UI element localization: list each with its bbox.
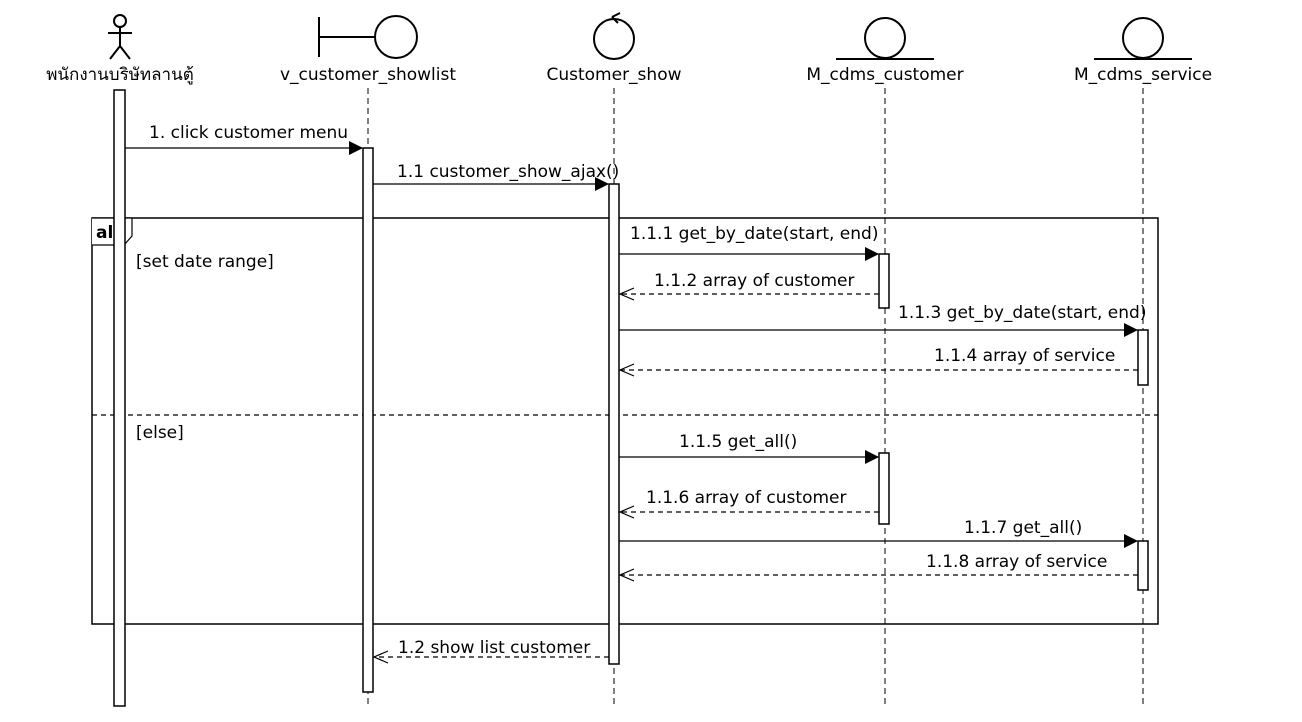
entity-icon xyxy=(836,17,934,60)
message-label: 1.1.7 get_all() xyxy=(964,518,1082,538)
message-label: 1.1.6 array of customer xyxy=(646,488,846,508)
participant-label: Customer_show xyxy=(546,65,681,85)
message-label: 1.1.5 get_all() xyxy=(679,432,797,452)
activation-bar xyxy=(362,147,374,693)
actor-icon xyxy=(108,14,132,60)
open-arrowhead xyxy=(618,363,635,377)
activation-bar xyxy=(878,452,890,525)
message-label: 1.1 customer_show_ajax() xyxy=(397,162,619,182)
message-label: 1.1.2 array of customer xyxy=(654,271,854,291)
participant-label: พนักงานบริษัทลานตู้ xyxy=(46,65,194,85)
activation-bar xyxy=(113,89,126,707)
open-arrowhead xyxy=(618,287,635,301)
message-label: 1. click customer menu xyxy=(149,123,348,143)
boundary-icon xyxy=(318,15,418,59)
activation-bar xyxy=(878,253,890,309)
entity-icon xyxy=(1094,17,1192,60)
control-icon xyxy=(593,12,635,60)
message-label: 1.1.1 get_by_date(start, end) xyxy=(630,224,878,244)
open-arrowhead xyxy=(618,505,635,519)
message-label: 1.1.3 get_by_date(start, end) xyxy=(898,303,1146,323)
open-arrowhead xyxy=(618,568,635,582)
activation-bar xyxy=(1137,540,1149,591)
guard-condition: [set date range] xyxy=(136,252,274,272)
message-label: 1.1.4 array of service xyxy=(934,346,1115,366)
participant-label: v_customer_showlist xyxy=(280,65,456,85)
guard-condition: [else] xyxy=(136,423,184,443)
message-label: 1.2 show list customer xyxy=(398,638,590,658)
message-label: 1.1.8 array of service xyxy=(926,552,1107,572)
activation-bar xyxy=(1137,329,1149,386)
participant-label: M_cdms_customer xyxy=(806,65,963,85)
participant-label: M_cdms_service xyxy=(1074,65,1212,85)
open-arrowhead xyxy=(372,650,389,664)
activation-bar xyxy=(608,183,620,665)
